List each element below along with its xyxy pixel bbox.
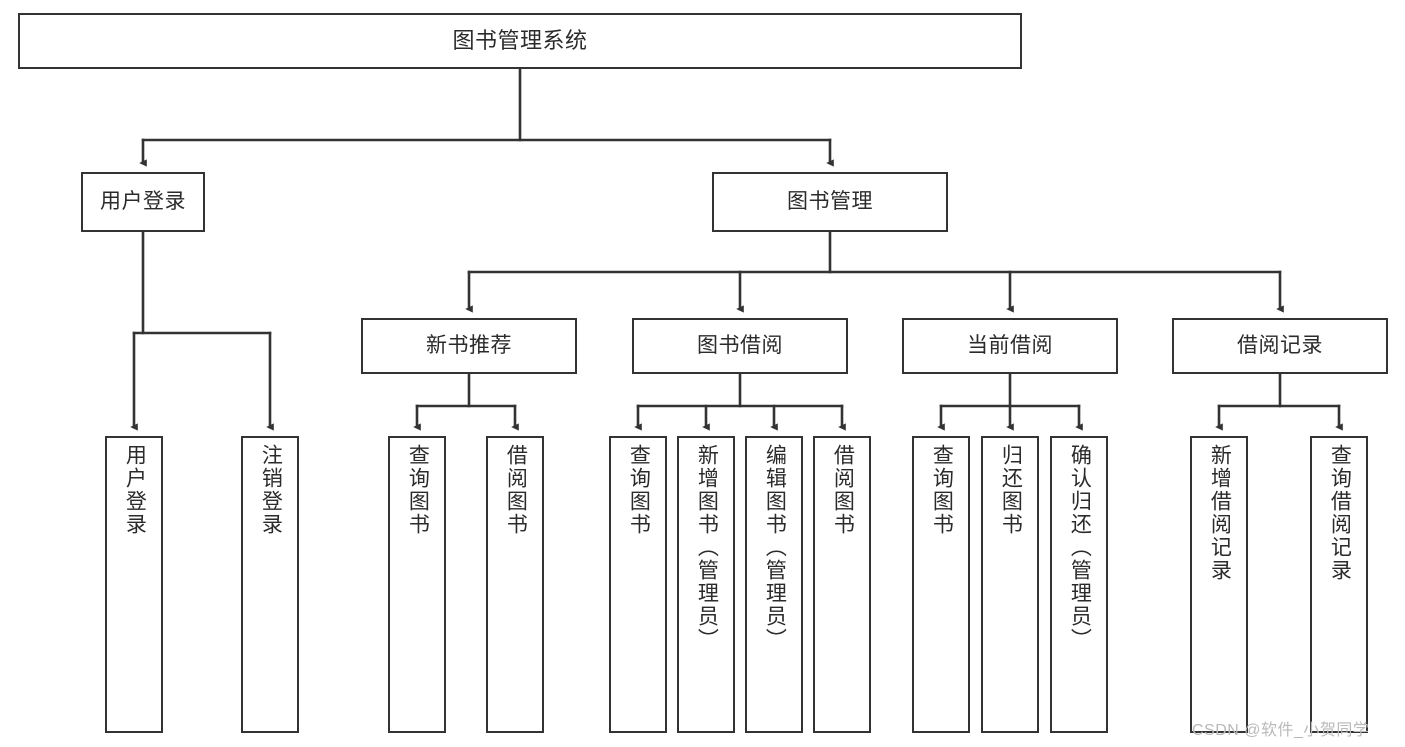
node-leaf-borrow-book-2[interactable]: 借阅图书 xyxy=(813,436,871,733)
node-leaf-user-login-label: 用户登录 xyxy=(123,444,147,536)
node-leaf-logout-label: 注销登录 xyxy=(259,444,283,536)
node-new-book-recommend[interactable]: 新书推荐 xyxy=(361,318,577,374)
node-leaf-edit-book[interactable]: 编辑图书（管理员） xyxy=(745,436,803,733)
node-leaf-query-book-1[interactable]: 查询图书 xyxy=(388,436,446,733)
node-user-login[interactable]: 用户登录 xyxy=(81,172,205,232)
node-book-manage[interactable]: 图书管理 xyxy=(712,172,948,232)
node-leaf-confirm-return[interactable]: 确认归还（管理员） xyxy=(1050,436,1108,733)
node-leaf-edit-book-label: 编辑图书（管理员） xyxy=(763,444,787,651)
node-leaf-query-book-2-label: 查询图书 xyxy=(627,444,651,536)
node-leaf-borrow-book-1[interactable]: 借阅图书 xyxy=(486,436,544,733)
node-current-borrow[interactable]: 当前借阅 xyxy=(902,318,1118,374)
node-leaf-return-book[interactable]: 归还图书 xyxy=(981,436,1039,733)
node-book-borrow[interactable]: 图书借阅 xyxy=(632,318,848,374)
node-borrow-record[interactable]: 借阅记录 xyxy=(1172,318,1388,374)
node-leaf-query-book-3[interactable]: 查询图书 xyxy=(912,436,970,733)
node-leaf-add-book[interactable]: 新增图书（管理员） xyxy=(677,436,735,733)
node-leaf-query-record-label: 查询借阅记录 xyxy=(1328,444,1352,582)
node-leaf-query-record[interactable]: 查询借阅记录 xyxy=(1310,436,1368,733)
node-root[interactable]: 图书管理系统 xyxy=(18,13,1022,69)
node-leaf-add-record-label: 新增借阅记录 xyxy=(1208,444,1232,582)
node-new-book-recommend-label: 新书推荐 xyxy=(426,334,512,358)
node-leaf-query-book-1-label: 查询图书 xyxy=(406,444,430,536)
node-root-label: 图书管理系统 xyxy=(452,27,588,53)
node-book-borrow-label: 图书借阅 xyxy=(697,334,783,358)
node-leaf-borrow-book-2-label: 借阅图书 xyxy=(831,444,855,536)
node-user-login-label: 用户登录 xyxy=(100,190,186,214)
node-leaf-query-book-3-label: 查询图书 xyxy=(930,444,954,536)
node-leaf-logout[interactable]: 注销登录 xyxy=(241,436,299,733)
node-leaf-borrow-book-1-label: 借阅图书 xyxy=(504,444,528,536)
node-leaf-query-book-2[interactable]: 查询图书 xyxy=(609,436,667,733)
watermark: CSDN @软件_小贺同学 xyxy=(1192,722,1370,739)
node-current-borrow-label: 当前借阅 xyxy=(967,334,1053,358)
node-borrow-record-label: 借阅记录 xyxy=(1237,334,1323,358)
node-book-manage-label: 图书管理 xyxy=(787,190,873,214)
node-leaf-return-book-label: 归还图书 xyxy=(999,444,1023,536)
node-leaf-add-book-label: 新增图书（管理员） xyxy=(695,444,719,651)
node-leaf-user-login[interactable]: 用户登录 xyxy=(105,436,163,733)
node-leaf-confirm-return-label: 确认归还（管理员） xyxy=(1068,444,1092,651)
node-leaf-add-record[interactable]: 新增借阅记录 xyxy=(1190,436,1248,733)
